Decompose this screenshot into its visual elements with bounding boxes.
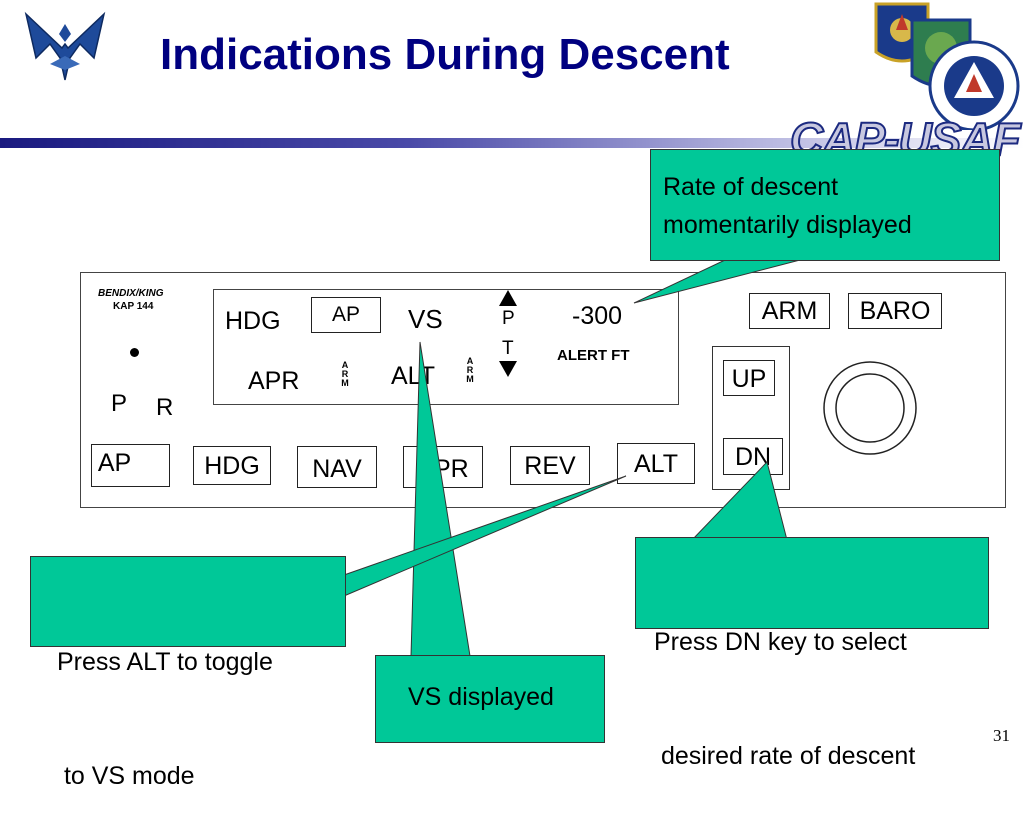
mode-display [213,289,679,405]
rate-of-descent-callout: Rate of descent momentarily displayed [650,149,1000,261]
rev-button[interactable]: REV [510,446,590,485]
callout-pointers [343,259,801,657]
display-pt-t: T [502,338,514,359]
up-arrow-icon [499,290,517,306]
display-vs: VS [408,304,443,334]
baro-button[interactable]: BARO [848,293,942,329]
arm-button[interactable]: ARM [749,293,830,329]
air-force-logo [24,11,106,81]
press-alt-callout: Press ALT to toggle to VS mode [30,556,346,790]
down-arrow-icon [499,361,517,377]
p-indicator: P [111,390,128,417]
display-alert-ft: ALERT FT [557,347,630,364]
baro-knob[interactable] [820,358,920,458]
vs-displayed-callout: VS displayed [375,655,605,743]
status-dot-icon [130,348,139,357]
hdg-button[interactable]: HDG [193,446,271,485]
ap-button[interactable]: AP [91,444,170,487]
display-pt-p: P [502,308,515,329]
apr-arm-annunciator: A R M [341,360,349,388]
cap-usaf-seals [874,2,1020,130]
slide-title: Indications During Descent [160,30,730,79]
title-underline-bar [0,138,1024,148]
press-dn-callout: Press DN key to select desired rate of d… [635,537,989,770]
r-indicator: R [156,394,174,421]
alt-button[interactable]: ALT [617,443,695,484]
panel-brand-line2: KAP 144 [113,301,154,312]
display-apr: APR [248,367,300,395]
display-hdg: HDG [225,307,281,335]
nav-button[interactable]: NAV [297,446,377,488]
display-rate-value: -300 [572,302,623,330]
page-number: 31 [993,726,1010,745]
up-button[interactable]: UP [723,360,775,396]
display-ap-annunciator: AP [311,297,381,333]
alt-arm-annunciator: A R M [466,356,474,384]
panel-brand-line1: BENDIX/KING [98,288,164,299]
display-alt: ALT [391,362,435,390]
display-ap-label: AP [331,303,360,326]
